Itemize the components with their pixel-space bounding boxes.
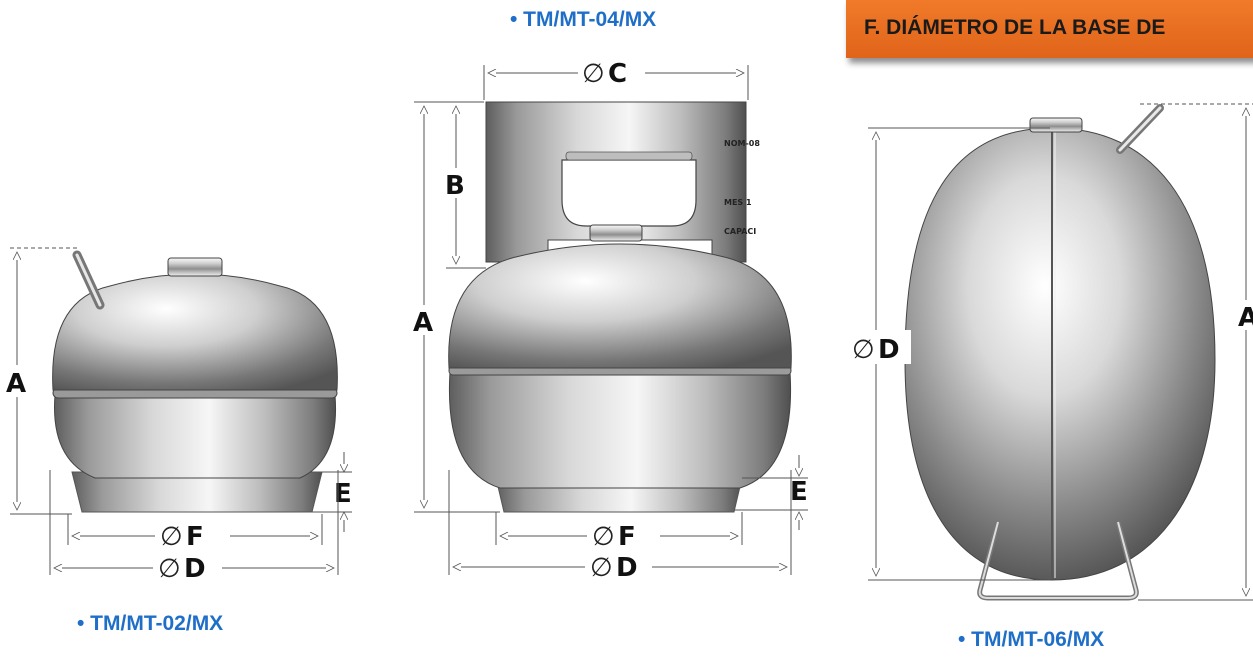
small-label-d: D (184, 554, 206, 584)
medium-label-e: E (790, 477, 808, 507)
large-label-a: A (1238, 303, 1253, 333)
section-banner: F. DIÁMETRO DE LA BASE DE (846, 0, 1253, 58)
medium-symbol-f: ∅ (592, 522, 615, 552)
medium-dim-d (448, 470, 792, 575)
small-dim-e (312, 452, 352, 532)
model-label-medium: • TM/MT-04/MX (510, 8, 657, 31)
medium-symbol-d: ∅ (590, 553, 613, 583)
medium-cylinder: NOM-08 MES 1 CAPACI ∅ C (412, 59, 808, 583)
small-symbol-f: ∅ (160, 522, 183, 552)
small-cylinder: A E ∅ F (3, 247, 352, 584)
small-dim-f (67, 514, 323, 545)
medium-plate-line-3: CAPACI (724, 227, 756, 236)
medium-plate-line-1: NOM-08 (724, 139, 760, 148)
small-label-a: A (6, 369, 26, 399)
medium-dim-e (734, 455, 808, 530)
medium-dim-f (495, 512, 743, 545)
small-symbol-d: ∅ (158, 554, 181, 584)
medium-label-f: F (618, 522, 636, 552)
medium-dim-c (483, 65, 749, 100)
section-heading: F. DIÁMETRO DE LA BASE DE (864, 16, 1166, 39)
model-label-large: • TM/MT-06/MX (958, 628, 1105, 651)
model-label-small: • TM/MT-02/MX (77, 612, 224, 635)
small-label-f: F (186, 522, 204, 552)
medium-valve (589, 224, 643, 242)
large-label-d: D (878, 335, 900, 365)
small-dim-d (49, 470, 339, 575)
large-valve (1029, 117, 1083, 133)
large-body (904, 127, 1216, 581)
medium-lower-body (448, 371, 792, 489)
medium-label-d: D (616, 553, 638, 583)
small-valve (167, 257, 223, 277)
medium-dome (448, 243, 792, 369)
medium-label-c: C (608, 59, 627, 89)
small-label-e: E (334, 479, 352, 509)
large-symbol-d: ∅ (852, 335, 875, 365)
medium-symbol-c: ∅ (582, 59, 605, 89)
large-cylinder: ∅ D A (851, 103, 1253, 601)
medium-label-a: A (413, 308, 433, 338)
large-dim-a (1138, 103, 1253, 601)
medium-label-b: B (445, 171, 465, 201)
small-lower-body (54, 394, 337, 479)
medium-handle-opening (561, 159, 697, 227)
medium-plate-line-2: MES 1 (724, 198, 752, 207)
